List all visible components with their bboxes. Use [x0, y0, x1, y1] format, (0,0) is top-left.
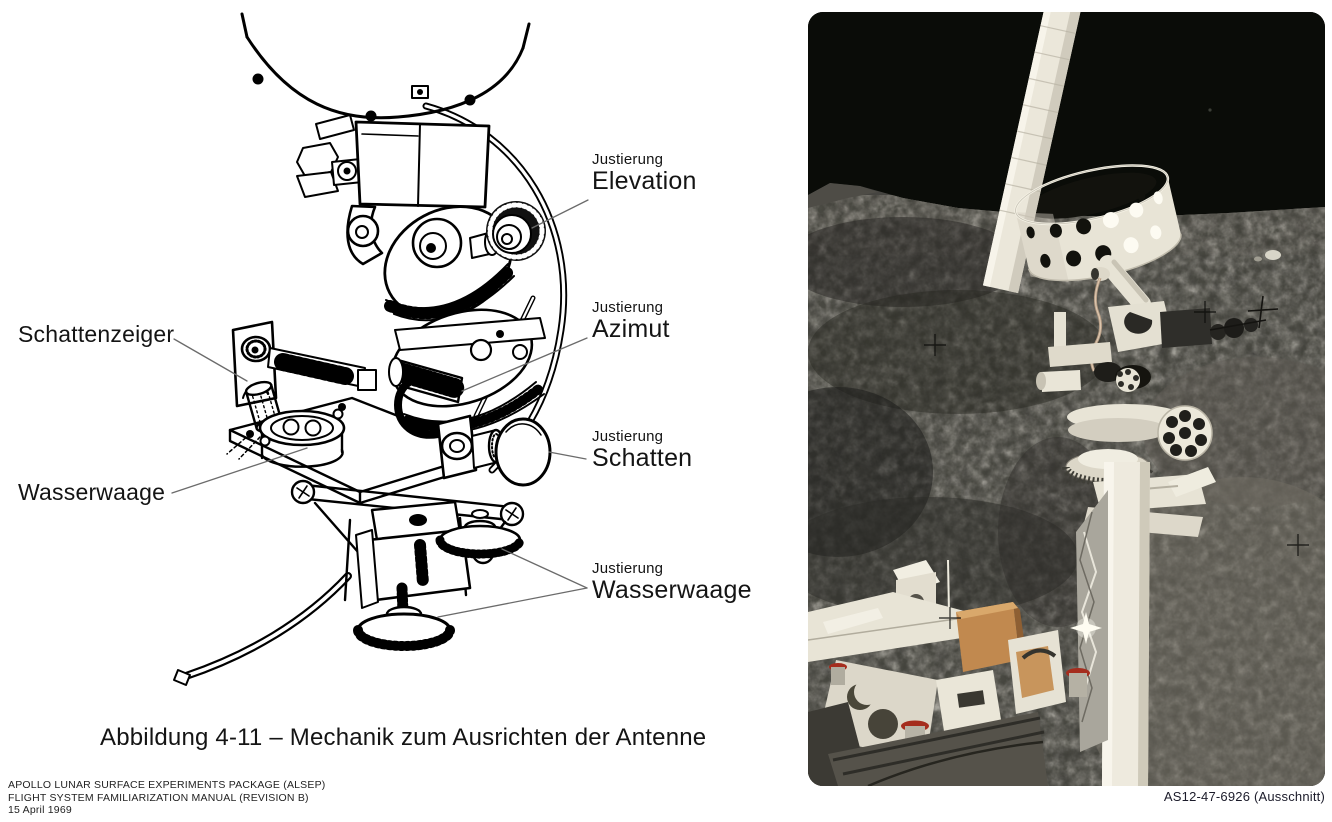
leveling-knob-upper [435, 509, 525, 559]
leader-lines [171, 199, 589, 618]
shadow-cast-lines [226, 433, 261, 460]
azimuth-dial [388, 308, 546, 439]
sun-glint [1070, 612, 1102, 644]
photo-caption: AS12-47-6926 (Ausschnitt) [1163, 789, 1325, 804]
label-schatten-line1: Justierung [592, 428, 664, 445]
spoked-hand-wheel [1157, 405, 1213, 461]
source-line-3: 15 April 1969 [8, 804, 72, 816]
figure-caption: Abbildung 4-11 – Mechanik zum Ausrichten… [100, 724, 707, 751]
leveling-clamp [355, 500, 472, 609]
leveling-knob-lower [353, 582, 455, 651]
label-elevation-line2: Elevation [592, 167, 697, 195]
label-justierung-azimut: Justierung Azimut [592, 299, 670, 343]
label-elevation-line1: Justierung [592, 151, 664, 168]
elevation-knob [469, 201, 546, 261]
label-justierung-elevation: Justierung Elevation [592, 151, 697, 195]
red-ringed-foot-2 [1066, 668, 1090, 697]
antenna-dish-bottom [240, 12, 531, 122]
label-wasserwaage-j-line2: Wasserwaage [592, 576, 752, 604]
schatten-knob [436, 414, 552, 487]
label-schatten-line2: Schatten [592, 444, 693, 472]
source-line-2: FLIGHT SYSTEM FAMILIARIZATION MANUAL (RE… [8, 791, 309, 804]
support-column [354, 120, 491, 209]
label-schattenzeiger: Schattenzeiger [18, 321, 175, 347]
elevation-dial [346, 204, 516, 322]
label-wasserwaage: Wasserwaage [18, 479, 166, 505]
alsep-central-station [808, 559, 1090, 786]
label-azimut-line2: Azimut [592, 315, 670, 343]
source-attribution: APOLLO LUNAR SURFACE EXPERIMENTS PACKAGE… [8, 779, 326, 817]
label-azimut-line1: Justierung [592, 299, 664, 316]
lunar-photo [808, 12, 1325, 786]
perforated-collar [1014, 164, 1182, 283]
antenna-mechanism-drawing [171, 12, 589, 686]
label-wasserwaage-j-line1: Justierung [592, 560, 664, 577]
source-line-1: APOLLO LUNAR SURFACE EXPERIMENTS PACKAGE… [8, 779, 326, 791]
fiducial-crosses [924, 301, 1309, 629]
lunar-photo-scene [808, 12, 1325, 786]
label-justierung-schatten: Justierung Schatten [592, 428, 692, 472]
label-justierung-wasserwaage: Justierung Wasserwaage [592, 560, 752, 604]
